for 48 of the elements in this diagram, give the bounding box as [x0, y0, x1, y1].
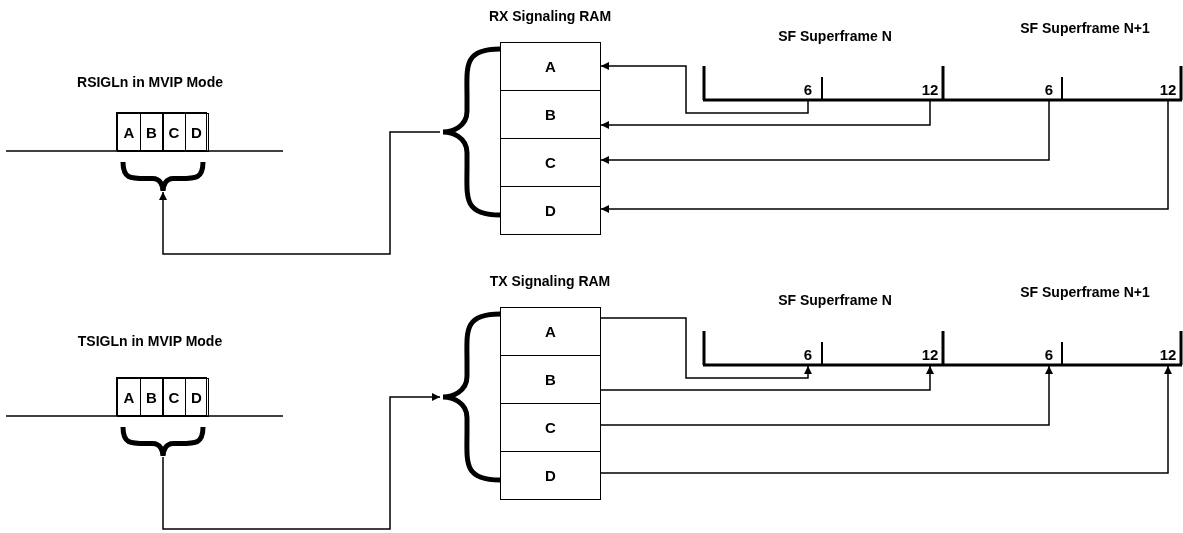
signal-bit: C — [162, 378, 186, 417]
superframe-title: SF Superframe N — [777, 292, 893, 308]
signal-bit: A — [117, 378, 141, 417]
signal-bit: C — [162, 113, 186, 152]
superframe-title: SF Superframe N+1 — [1019, 20, 1151, 36]
curly-brace — [440, 311, 500, 483]
ram-entry: A — [500, 42, 601, 91]
tick-label: 12 — [1153, 81, 1183, 101]
arrow — [600, 365, 934, 391]
tick-label: 12 — [915, 81, 945, 101]
block-title: TX Signaling RAM — [488, 273, 612, 289]
superframe-title: SF Superframe N — [777, 28, 893, 44]
tick-label: 6 — [795, 346, 821, 366]
tick-label: 6 — [795, 81, 821, 101]
tick-label: 12 — [915, 346, 945, 366]
arrow — [600, 365, 1172, 474]
ram-entry: B — [500, 90, 601, 139]
arrow — [600, 100, 1050, 164]
curly-brace — [120, 427, 206, 457]
tick-label: 6 — [1036, 346, 1062, 366]
arrow — [600, 100, 1169, 213]
ram-entry: D — [500, 451, 601, 500]
ram-entry: D — [500, 186, 601, 235]
bit-field — [116, 112, 207, 151]
arrow — [162, 393, 441, 530]
signal-title: RSIGLn in MVIP Mode — [76, 74, 224, 90]
curly-brace — [120, 162, 206, 192]
signal-bit: B — [139, 378, 164, 417]
arrow — [600, 62, 809, 114]
signal-title: TSIGLn in MVIP Mode — [76, 333, 224, 349]
ram-entry: C — [500, 138, 601, 187]
signal-bit: A — [117, 113, 141, 152]
arrow — [600, 317, 812, 379]
ram-entry: C — [500, 403, 601, 452]
tick-label: 6 — [1036, 81, 1062, 101]
arrow — [600, 365, 1053, 426]
tick-label: 12 — [1153, 346, 1183, 366]
block-title: RX Signaling RAM — [487, 8, 613, 24]
arrow — [600, 100, 931, 129]
ram-entry: A — [500, 307, 601, 356]
superframe-title: SF Superframe N+1 — [1019, 284, 1151, 300]
bit-field — [116, 377, 207, 416]
ram-entry: B — [500, 355, 601, 404]
signal-bit: D — [184, 113, 209, 152]
arrow — [159, 131, 441, 255]
signal-bit: D — [184, 378, 209, 417]
signal-bit: B — [139, 113, 164, 152]
curly-brace — [440, 46, 500, 218]
